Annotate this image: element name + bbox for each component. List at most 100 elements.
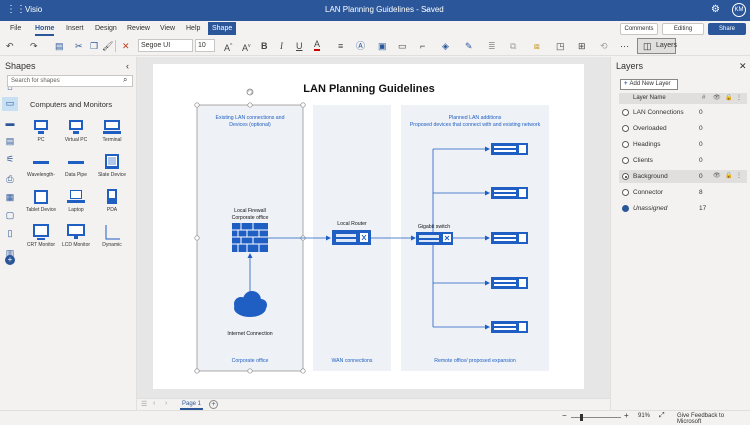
- delete-icon[interactable]: ✕: [122, 41, 130, 51]
- shape-dynamic[interactable]: Dynamic: [94, 222, 130, 249]
- add-layer-button[interactable]: +Add New Layer: [620, 79, 678, 90]
- device-icon-1[interactable]: [491, 143, 528, 155]
- tab-review[interactable]: Review: [127, 25, 150, 32]
- stencil-server-icon[interactable]: ▤: [5, 136, 15, 146]
- text-block-icon[interactable]: ▣: [378, 41, 387, 51]
- shape-pda[interactable]: PDA: [94, 187, 130, 214]
- zoom-slider[interactable]: [571, 417, 621, 418]
- stencil-computers-icon[interactable]: ▭: [2, 97, 18, 111]
- cloud-icon[interactable]: [234, 291, 267, 317]
- shape-slate-device[interactable]: Slate Device: [94, 152, 130, 179]
- paste-icon[interactable]: ▤: [55, 41, 64, 51]
- layer-radio[interactable]: [622, 125, 629, 132]
- tab-insert[interactable]: Insert: [66, 25, 84, 32]
- chevron-down-icon[interactable]: ⌄: [424, 6, 430, 13]
- share-button[interactable]: Share: [708, 23, 746, 35]
- bold-icon[interactable]: B: [261, 41, 268, 51]
- font-size-select[interactable]: 10: [195, 39, 215, 52]
- stencil-monitor-icon[interactable]: ▬: [5, 118, 15, 128]
- shape-terminal[interactable]: Terminal: [94, 117, 130, 144]
- search-shapes-input[interactable]: Search for shapes: [7, 75, 133, 87]
- device-icon-4[interactable]: [491, 277, 528, 289]
- fill-icon[interactable]: ◈: [442, 41, 449, 51]
- page-tab[interactable]: Page 1: [180, 399, 204, 410]
- col1-header-line2[interactable]: Devices (optional): [229, 122, 271, 128]
- underline-icon[interactable]: U: [296, 41, 303, 51]
- layers-button[interactable]: ◫Layers: [637, 38, 677, 54]
- effects-icon[interactable]: ⧉: [510, 41, 517, 51]
- firewall-icon[interactable]: [232, 223, 268, 252]
- shape-laptop[interactable]: Laptop: [58, 187, 94, 214]
- more-header-icon[interactable]: ⋮: [736, 95, 742, 101]
- gear-icon[interactable]: ⚙: [711, 4, 720, 15]
- visible-icon[interactable]: 👁: [713, 173, 721, 179]
- editing-button[interactable]: Editing: [662, 23, 704, 35]
- connector-icon[interactable]: ⌐: [420, 41, 426, 51]
- col1-footer[interactable]: Corporate office: [232, 358, 269, 364]
- tab-shape[interactable]: Shape: [208, 22, 237, 35]
- col3-footer[interactable]: Remote office/ proposed expansion: [434, 358, 516, 364]
- search-icon[interactable]: ⌕: [123, 75, 128, 84]
- arrange-icon[interactable]: ⧈: [534, 41, 540, 51]
- switch-label[interactable]: Gigabit switch: [418, 224, 450, 230]
- feedback-link[interactable]: Give Feedback to Microsoft: [677, 413, 725, 425]
- layer-radio[interactable]: [622, 109, 629, 116]
- device-icon-5[interactable]: [491, 321, 528, 333]
- selection-handles[interactable]: [194, 102, 306, 374]
- more-icon[interactable]: ⋯: [620, 41, 629, 51]
- next-page-icon[interactable]: ›: [165, 400, 168, 407]
- app-launcher-icon[interactable]: ⋮⋮: [6, 4, 26, 15]
- more-icon[interactable]: ⋮: [736, 173, 742, 179]
- layer-radio[interactable]: [622, 173, 629, 180]
- col3-header-line1[interactable]: Planned LAN additions: [449, 115, 502, 121]
- add-stencil-icon[interactable]: +: [4, 253, 16, 265]
- tab-home[interactable]: Home: [35, 25, 55, 36]
- drawing-canvas[interactable]: LAN Planning Guidelines Existing LAN con…: [137, 57, 610, 398]
- stencil-firewall-icon[interactable]: ▦: [5, 192, 15, 202]
- shape-virtual-pc[interactable]: Virtual PC: [58, 117, 94, 144]
- internet-label[interactable]: Internet Connection: [227, 331, 272, 337]
- shape-wavelength[interactable]: Wavelength-: [23, 152, 59, 179]
- shape-tablet-device[interactable]: Tablet Device: [23, 187, 59, 214]
- group-icon[interactable]: ⊞: [578, 41, 586, 51]
- rotate-handle[interactable]: [246, 88, 254, 96]
- line-color-icon[interactable]: ✎: [465, 41, 473, 51]
- lock-icon[interactable]: 🔒: [725, 173, 733, 179]
- fit-page-icon[interactable]: ⤢: [659, 412, 665, 419]
- close-icon[interactable]: ✕: [739, 61, 747, 71]
- tab-view[interactable]: View: [160, 25, 176, 32]
- shape-lcd-monitor[interactable]: LCD Monitor: [58, 222, 94, 249]
- shape-pc[interactable]: PC: [23, 117, 59, 144]
- avatar[interactable]: KM: [732, 3, 746, 17]
- stencil-network-icon[interactable]: ⌂: [7, 82, 13, 92]
- align-icon[interactable]: ≡: [338, 41, 344, 51]
- stencil-device-icon[interactable]: ▢: [5, 210, 15, 220]
- italic-icon[interactable]: I: [280, 41, 283, 51]
- format-painter-icon[interactable]: 🖌: [102, 41, 114, 51]
- copy-icon[interactable]: ❐: [90, 41, 99, 51]
- device-icon-2[interactable]: [491, 187, 528, 199]
- router-label[interactable]: Local Router: [337, 221, 367, 227]
- col3-header-line2[interactable]: Proposed devices that connect with and e…: [410, 122, 541, 128]
- firewall-label-line1[interactable]: Local Firewall: [234, 208, 266, 214]
- text-box-icon[interactable]: Ⓐ: [356, 41, 366, 51]
- connector-branches[interactable]: [433, 148, 488, 328]
- shape-data-pipe[interactable]: Data Pipe: [58, 152, 94, 179]
- position-icon[interactable]: ◳: [556, 41, 565, 51]
- zoom-slider-thumb[interactable]: [580, 414, 583, 421]
- add-page-icon[interactable]: +: [209, 400, 218, 409]
- diagram-title[interactable]: LAN Planning Guidelines: [303, 83, 434, 95]
- col2-footer[interactable]: WAN connections: [331, 358, 372, 364]
- tab-help[interactable]: Help: [186, 25, 201, 32]
- undo-icon[interactable]: ↶: [6, 41, 14, 51]
- document-title[interactable]: LAN Planning Guidelines - Saved: [325, 5, 444, 14]
- stencil-rack-icon[interactable]: ▥: [5, 248, 15, 258]
- col1-header-line1[interactable]: Existing LAN connections and: [216, 115, 285, 121]
- grow-font-icon[interactable]: A^: [224, 43, 233, 53]
